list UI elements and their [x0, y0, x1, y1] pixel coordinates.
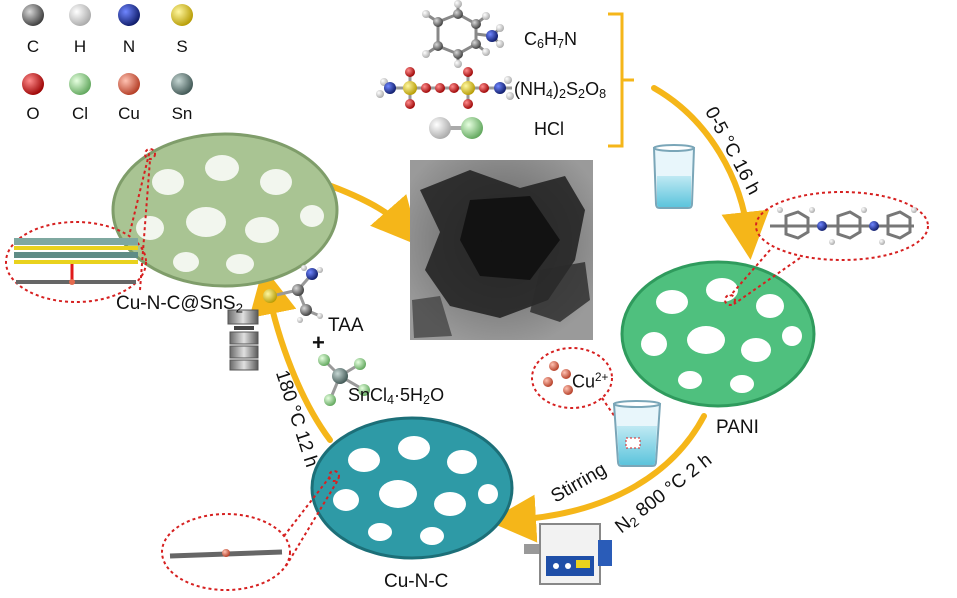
taa-molecule-icon — [263, 265, 323, 323]
label-aps: (NH4)2S2O8 — [514, 79, 607, 102]
cunc-framework — [310, 416, 514, 560]
stirring-beaker-icon — [612, 400, 662, 467]
autoclave-icon — [227, 309, 259, 371]
legend-label-cu: Cu — [118, 104, 140, 123]
label-cunc: Cu-N-C — [384, 571, 449, 592]
label-cu-ion: Cu2+ — [572, 371, 609, 392]
legend-label-o: O — [26, 104, 40, 123]
sncl4-molecule-icon — [318, 354, 370, 406]
label-plus: + — [312, 330, 325, 355]
legend-label-h: H — [73, 37, 87, 56]
cunc-sheet-structure — [169, 549, 283, 559]
arrow-cunc-to-snsc — [249, 266, 333, 443]
legend-label-cl: Cl — [71, 104, 89, 123]
label-sncl4: SnCl4·5H2O — [348, 385, 445, 408]
callout-snsc-layer — [5, 221, 147, 303]
callout-cu-ions — [531, 347, 613, 409]
legend-atom-icons — [22, 4, 193, 95]
callout-pani-chain — [755, 191, 929, 261]
cunc-snsc-framework — [111, 132, 339, 288]
beaker-icon — [652, 144, 696, 209]
arrow-reagents-to-pani — [651, 85, 770, 260]
tem-image — [410, 160, 593, 340]
pani-framework — [620, 260, 816, 408]
legend-label-s: S — [176, 37, 188, 56]
aniline-atoms — [422, 0, 504, 68]
pani-chain-structure — [770, 207, 917, 245]
arrow-pani-to-cunc — [488, 413, 707, 543]
label-pani: PANI — [716, 417, 759, 438]
snsc-layer-structure — [14, 238, 138, 285]
label-hcl: HCl — [534, 119, 564, 139]
legend-label-n: N — [122, 37, 136, 56]
cu-ion-icons — [543, 361, 573, 395]
legend-label-sn: Sn — [171, 104, 193, 123]
ammonium-persulfate-molecule-icon — [376, 67, 514, 109]
process-arrows — [249, 85, 770, 543]
legend-label-c: C — [26, 37, 40, 56]
label-taa: TAA — [328, 315, 364, 336]
callout-cunc-sheet — [161, 513, 291, 591]
label-cunc-snsc: Cu-N-C@SnS2 — [116, 293, 243, 316]
tube-furnace-icon — [524, 523, 612, 585]
label-aniline: C6H7N — [524, 29, 578, 52]
reagent-bracket — [608, 12, 634, 148]
hcl-molecule-icon — [429, 117, 483, 139]
